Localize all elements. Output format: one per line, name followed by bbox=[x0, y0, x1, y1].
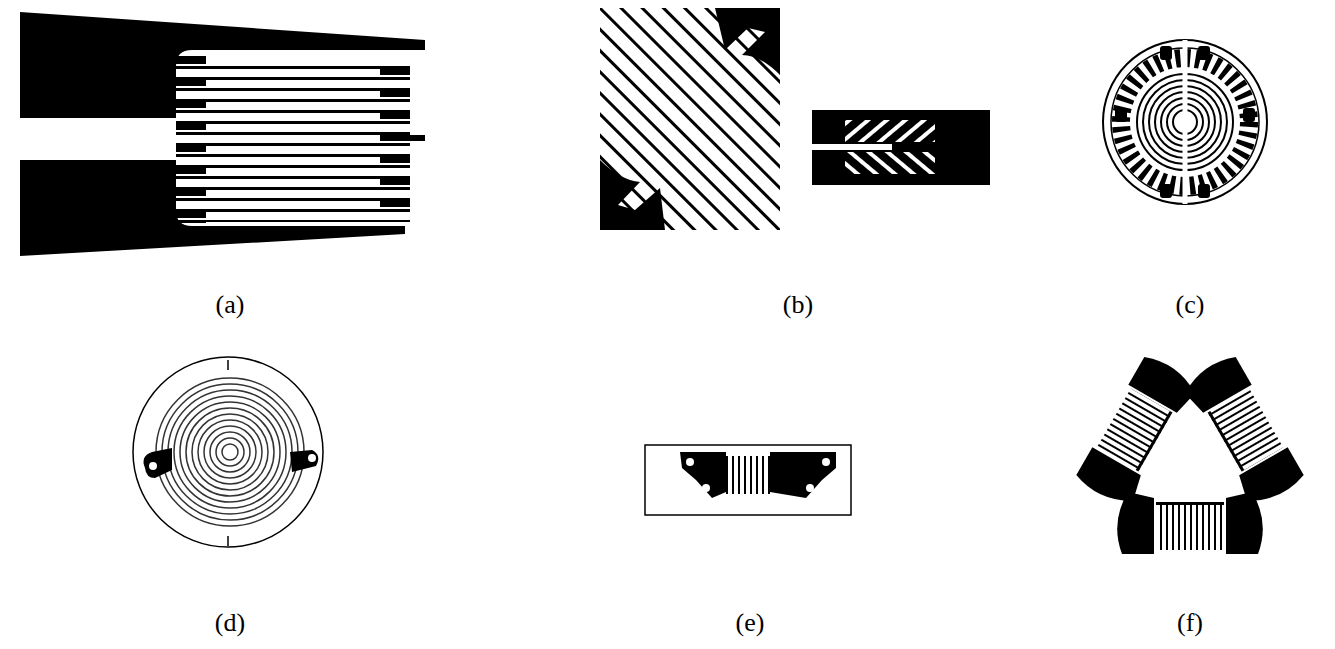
gauge-a bbox=[20, 12, 425, 256]
gauge-b bbox=[600, 8, 990, 230]
figure-label: (d) bbox=[215, 608, 245, 638]
figure-label: (c) bbox=[1176, 290, 1205, 320]
gauge-e bbox=[645, 445, 851, 515]
figure-label: (f) bbox=[1177, 608, 1203, 638]
figure-label: (a) bbox=[216, 290, 245, 320]
figure-label: (b) bbox=[783, 290, 813, 320]
figure-label: (e) bbox=[736, 608, 765, 638]
gauge-c bbox=[1103, 40, 1267, 204]
gauge-d bbox=[133, 357, 323, 547]
gauge-f bbox=[1074, 353, 1306, 554]
